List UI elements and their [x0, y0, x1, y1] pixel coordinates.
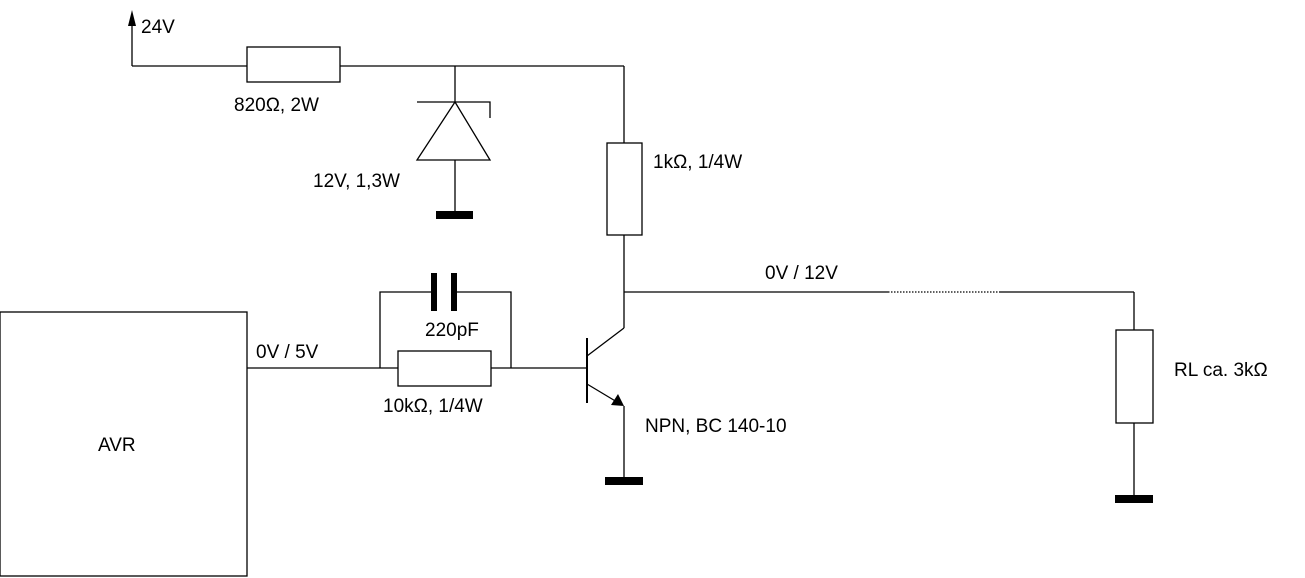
output-line-label: 0V / 12V: [765, 263, 838, 284]
base-resistor: [397, 350, 492, 387]
collector-resistor: [606, 142, 643, 236]
supply-24v-terminal: [128, 10, 136, 66]
ground-symbol: [436, 211, 473, 219]
transistor-label: NPN, BC 140-10: [645, 416, 787, 437]
mcu-output-label: 0V / 5V: [256, 342, 319, 363]
supply-label: 24V: [141, 17, 175, 38]
capacitor-label: 220pF: [425, 320, 479, 341]
ground-symbol: [605, 477, 643, 485]
load-resistor: [1115, 329, 1154, 424]
series-resistor-label: 820Ω, 2W: [234, 95, 319, 116]
base-resistor-label: 10kΩ, 1/4W: [383, 396, 483, 417]
mcu-label: AVR: [98, 435, 136, 456]
load-resistor-label: RL ca. 3kΩ: [1174, 360, 1268, 381]
collector-resistor-label: 1kΩ, 1/4W: [653, 152, 742, 173]
emitter-arrow-icon: [611, 394, 624, 406]
zener-diode-label: 12V, 1,3W: [313, 171, 400, 192]
arrow-up-icon: [128, 10, 136, 26]
ground-symbol: [1115, 495, 1153, 503]
mcu-block: [0, 311, 248, 577]
capacitor: [379, 273, 512, 368]
series-resistor: [246, 46, 341, 83]
npn-transistor: [586, 327, 643, 485]
zener-diode: [415, 66, 492, 219]
